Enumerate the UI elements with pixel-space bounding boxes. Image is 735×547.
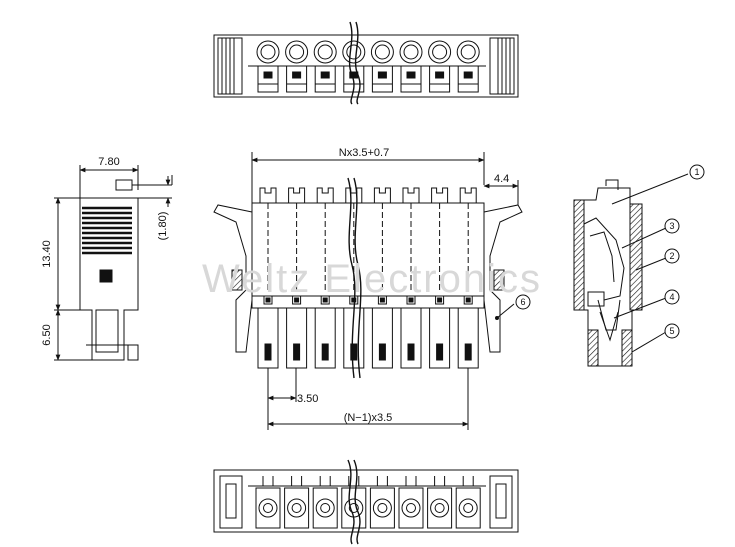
bottom-cavity (312, 487, 338, 529)
front-contact-square (463, 295, 473, 305)
callout-3: 3 (669, 221, 674, 231)
dim-overall-width: Nx3.5+0.7 (339, 147, 389, 159)
front-pin-leg (286, 307, 308, 369)
top-screw-hole (456, 40, 480, 64)
front-pin-notch (259, 187, 277, 203)
front-pin-notch (373, 187, 391, 203)
front-view (213, 152, 523, 430)
dim-pitch: 3.50 (297, 393, 318, 405)
top-screw-hole (256, 40, 280, 64)
top-release-slot (371, 65, 393, 93)
bottom-cavity (255, 487, 281, 529)
top-screw-hole (285, 40, 309, 64)
bottom-screw-hole (315, 498, 335, 518)
dim-span: (N−1)x3.5 (344, 412, 393, 424)
bottom-view (213, 459, 519, 545)
side-outline (79, 197, 139, 361)
top-release-slot (457, 65, 479, 93)
callout-5: 5 (669, 326, 674, 336)
callout-1: 1 (694, 167, 699, 177)
bottom-cavity (427, 487, 453, 529)
top-release-slot (343, 65, 365, 93)
bottom-screw-hole (430, 498, 450, 518)
front-contact-square (320, 295, 330, 305)
bottom-screw-hole (287, 498, 307, 518)
top-screw-hole (428, 40, 452, 64)
watermark: Weltz Electronics (202, 257, 542, 301)
front-pin-notch (431, 187, 449, 203)
bottom-screw-hole (458, 498, 478, 518)
side-view (54, 165, 173, 361)
bottom-screw-hole (344, 498, 364, 518)
front-pin-notch (459, 187, 477, 203)
dim-lower-height: 6.50 (41, 324, 53, 345)
top-release-slot (314, 65, 336, 93)
front-pin-notch (316, 187, 334, 203)
top-release-slot (400, 65, 422, 93)
bottom-cavity (455, 487, 481, 529)
right-latch (483, 204, 523, 353)
front-contact-square (263, 295, 273, 305)
callout-4: 4 (669, 292, 674, 302)
top-release-slot (257, 65, 279, 93)
bottom-cavity (369, 487, 395, 529)
front-pin-leg (400, 307, 422, 369)
front-contact-square (435, 295, 445, 305)
front-contact-square (292, 295, 302, 305)
dim-body-height: 13.40 (41, 240, 53, 268)
top-screw-hole (370, 40, 394, 64)
bottom-screw-hole (401, 498, 421, 518)
front-contact-square (406, 295, 416, 305)
dim-ear-offset: 4.4 (494, 173, 509, 185)
top-view-outline (213, 34, 519, 98)
bottom-cavity (398, 487, 424, 529)
top-view (213, 21, 519, 105)
section-view (573, 173, 689, 367)
bottom-cavity (284, 487, 310, 529)
front-pin-notch (402, 187, 420, 203)
top-screw-hole (342, 40, 366, 64)
front-pin-leg (314, 307, 336, 369)
dim-top-offset: (1.80) (157, 212, 169, 241)
bottom-screw-hole (372, 498, 392, 518)
front-pin-notch (288, 187, 306, 203)
callout-2: 2 (669, 251, 674, 261)
top-release-slot (286, 65, 308, 93)
left-latch (213, 204, 253, 353)
top-release-slot (429, 65, 451, 93)
bottom-screw-hole (258, 498, 278, 518)
top-screw-hole (399, 40, 423, 64)
front-pin-leg (371, 307, 393, 369)
dim-side-width: 7.80 (98, 156, 119, 168)
callout-6: 6 (520, 297, 525, 307)
front-pin-leg (429, 307, 451, 369)
front-contact-square (377, 295, 387, 305)
bottom-view-outline (213, 469, 519, 533)
front-pin-notch (345, 187, 363, 203)
top-screw-hole (313, 40, 337, 64)
